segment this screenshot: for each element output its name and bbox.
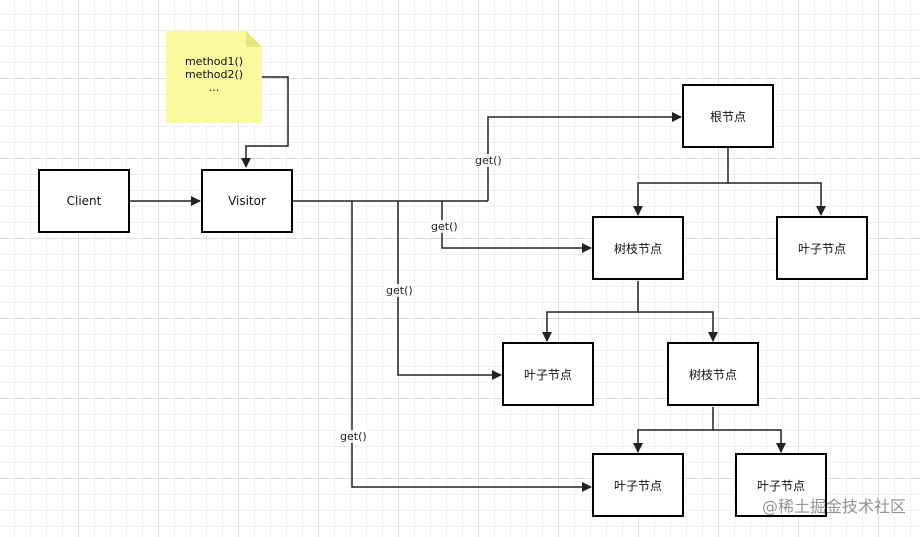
visitor-node: Visitor bbox=[201, 169, 293, 233]
visitor-to-leaf3-connector bbox=[351, 201, 592, 492]
client-node: Client bbox=[38, 169, 130, 233]
leaf-node-2: 叶子节点 bbox=[502, 342, 594, 406]
visitor-to-root-connector bbox=[487, 112, 682, 201]
note-shape bbox=[166, 31, 262, 123]
branch2-to-leaf4-connector bbox=[713, 429, 786, 453]
note-line-ellipsis: ... bbox=[208, 81, 220, 94]
note-to-visitor-connector bbox=[241, 76, 289, 168]
visitor-to-leaf2-connector bbox=[397, 201, 502, 380]
note-line-method2: method2() bbox=[184, 68, 244, 81]
root-to-leaf1-connector bbox=[728, 182, 826, 216]
leaf-node-3: 叶子节点 bbox=[592, 453, 684, 517]
leaf-node-4: 叶子节点 bbox=[735, 453, 827, 517]
branch2-children-connector bbox=[633, 407, 714, 453]
get-label-root: get() bbox=[474, 154, 503, 167]
branch1-children-connector bbox=[542, 281, 639, 342]
root-node: 根节点 bbox=[682, 84, 774, 148]
note-line-method1: method1() bbox=[184, 55, 244, 68]
get-label-leaf: get() bbox=[385, 284, 414, 297]
leaf-node-1: 叶子节点 bbox=[776, 216, 868, 280]
root-children-connector bbox=[633, 148, 729, 216]
watermark: @稀土掘金技术社区 bbox=[761, 497, 906, 516]
get-label-leaf-bottom: get() bbox=[339, 430, 368, 443]
note-text: method1() method2() ... bbox=[166, 55, 262, 94]
method-note: method1() method2() ... bbox=[166, 31, 262, 123]
get-label-branch: get() bbox=[430, 220, 459, 233]
branch1-to-branch2-connector bbox=[638, 311, 718, 342]
visitor-to-branch1-connector bbox=[441, 201, 592, 253]
branch-node-1: 树枝节点 bbox=[592, 216, 684, 280]
branch-node-2: 树枝节点 bbox=[667, 342, 759, 406]
